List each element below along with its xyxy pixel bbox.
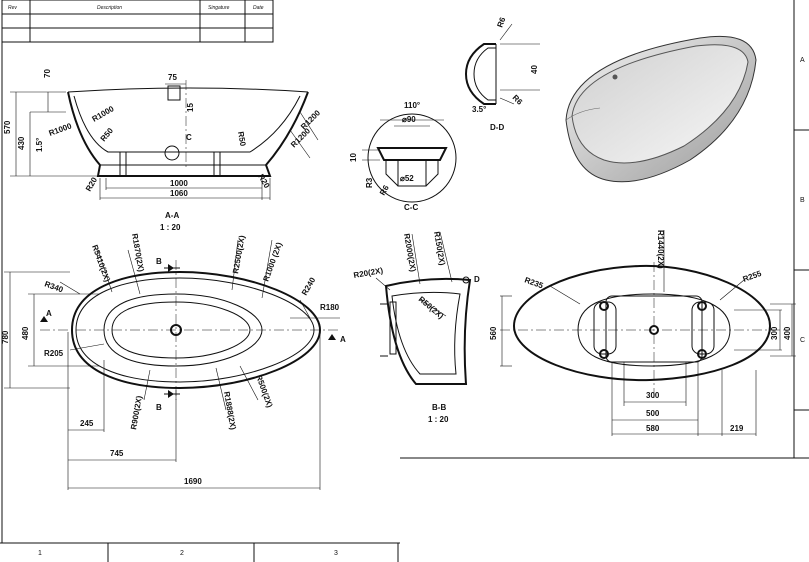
section-cc-title: C-C [404,203,418,212]
grid-col-1: 1 [38,550,42,557]
signature-header: Singature [208,5,230,11]
isometric-bathtub-render [565,35,757,183]
dim-aa-h430: 430 [17,136,26,150]
date-header: Date [253,5,264,11]
section-bb-title: B-B [432,403,446,412]
dim-aa-r1200-b: R1200 [289,126,312,149]
grid-row-c: C [800,337,805,344]
dim-aa-h15: 15 [186,103,195,112]
dim-bottom-r255: R255 [742,269,764,284]
dim-bottom-h400: 400 [783,326,792,340]
plan-view: R340 R5410(2X) R1870(2X) B R2500(2X) R10… [1,233,346,490]
section-aa-scale: 1 : 20 [160,223,181,232]
dim-aa-h70: 70 [43,69,52,78]
revision-table: Rev Description Singature Date [1,0,274,43]
dim-aa-h570: 570 [3,120,12,134]
dim-plan-a-left: A [46,309,52,318]
dim-plan-a-right: A [340,335,346,344]
dim-plan-w745: 745 [110,449,124,458]
dim-plan-b-bottom: B [156,403,162,412]
dim-bottom-r235: R235 [523,275,545,290]
dim-dd-r6-top: R6 [495,15,507,28]
dim-aa-r1000-top: R1000 [91,104,116,124]
section-cc-view: 110° ⌀90 10 R3 R6 ⌀52 C-C [349,101,457,212]
dim-dd-h40: 40 [530,65,539,74]
dim-bottom-r1440: R1440(2X) [656,230,665,269]
dim-bottom-w580: 580 [646,424,660,433]
dim-aa-w1060: 1060 [170,189,188,198]
dim-aa-r1200-a: R1200 [299,108,322,131]
dim-plan-r5410: R5410(2X) [90,244,112,284]
section-bb-scale: 1 : 20 [428,415,449,424]
grid-row-b: B [800,197,805,204]
grid-col-2: 2 [180,550,184,557]
dim-cc-d90: ⌀90 [402,115,416,124]
dim-plan-r2500: R2500(2X) [231,234,247,274]
dim-cc-d52: ⌀52 [400,174,414,183]
dim-plan-r1000: R1000 (2X) [261,241,284,283]
section-dd-view: R6 40 R6 3.5° D-D [464,15,540,132]
dim-plan-r900: R900(2X) [129,395,144,431]
description-header: Description [97,5,122,11]
dim-dd-r6-bottom: R6 [511,93,525,107]
bottom-view: R235 R1440(2X) R255 560 300 400 300 500 … [489,230,796,436]
dim-bb-d-mark: D [474,275,480,284]
dim-aa-r50-left: R50 [99,126,116,143]
dim-cc-h10: 10 [349,153,358,162]
dim-aa-w75: 75 [168,73,177,82]
dim-aa-c-mark: C [186,133,192,142]
grid-labels: A B C 1 2 3 [38,57,805,557]
dim-aa-r20-left: R20 [84,175,99,193]
dim-plan-r1888: R1888(2X) [222,391,238,431]
dim-plan-r340: R340 [43,279,65,294]
section-aa-title: A-A [165,211,179,220]
section-aa-view: 70 75 15 430 570 R1000 R50 R1000 1.5° C … [3,69,322,232]
dim-plan-h480: 480 [21,326,30,340]
dim-cc-angle: 110° [404,101,420,110]
dim-plan-r205: R205 [44,349,64,358]
section-bb-view: R20(2X) R2000(2X) R150(2X) D R50(2X) B-B… [353,231,480,424]
dim-plan-r240: R240 [300,275,318,297]
dim-bottom-w219: 219 [730,424,744,433]
dim-aa-r1000-left: R1000 [48,121,74,138]
dim-bb-r150: R150(2X) [432,231,447,267]
dim-dd-angle: 3.5° [472,105,486,114]
dim-bottom-w300: 300 [646,391,660,400]
section-dd-title: D-D [490,123,504,132]
dim-bb-r2000: R2000(2X) [402,233,418,273]
rev-header: Rev [8,5,17,11]
dim-plan-r180: R180 [320,303,340,312]
dim-aa-angle: 1.5° [35,138,44,152]
dim-plan-r500: R500(2X) [254,374,274,410]
dim-cc-r6: R6 [378,183,391,197]
dim-aa-r50-right: R50 [236,131,248,148]
dim-plan-b-top: B [156,257,162,266]
grid-col-3: 3 [334,550,338,557]
grid-row-a: A [800,57,805,64]
dim-plan-w1690: 1690 [184,477,202,486]
dim-plan-h780: 780 [1,330,10,344]
dim-plan-w245: 245 [80,419,94,428]
dim-bottom-h300: 300 [770,326,779,340]
dim-bottom-w500: 500 [646,409,660,418]
dim-cc-r3: R3 [365,177,374,188]
dim-bottom-h560: 560 [489,326,498,340]
dim-bb-r50: R50(2X) [417,295,446,321]
dim-aa-w1000: 1000 [170,179,188,188]
dim-bb-r20: R20(2X) [353,266,384,280]
